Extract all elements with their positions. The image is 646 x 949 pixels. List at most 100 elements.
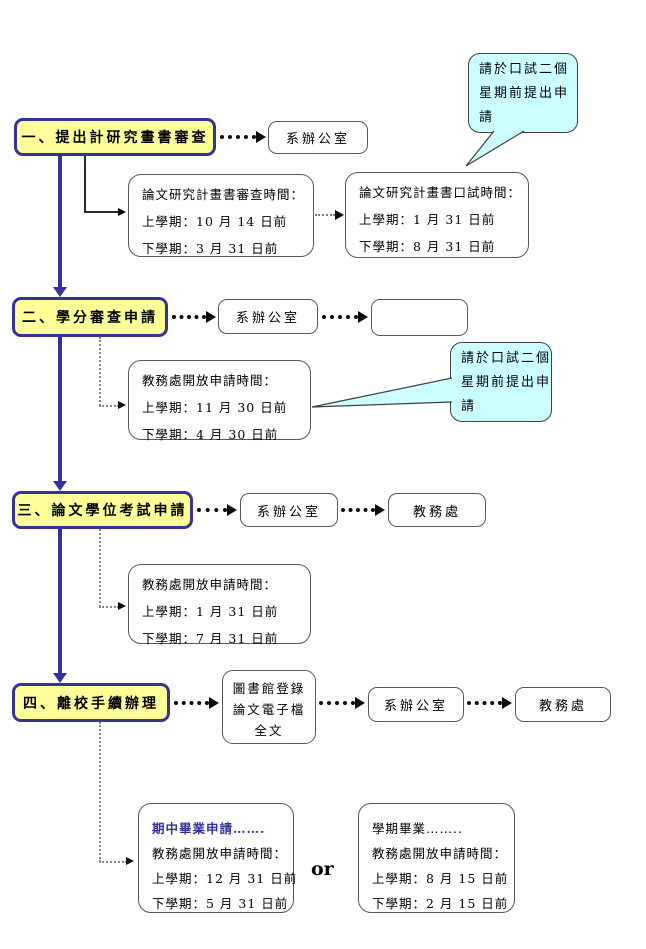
detail-line: 教務處開放申請時間： [372,846,508,861]
elbow-1-arrowhead [118,208,126,216]
detail-line: 下學期：7 月 31 日前 [142,631,279,646]
office-box-4: 系辦公室 [368,687,464,722]
elbow-3-horizontal [99,606,119,608]
spine-arrow-2 [53,481,67,491]
elbow-3-vertical [99,529,101,607]
office-label: 系辦公室 [235,311,300,326]
arrow-office-dept-4 [467,697,512,709]
detail-line: 學期畢業…….. [372,821,463,836]
arrowhead-icon [209,697,219,709]
detail-line-highlight: 期中畢業申請……. [152,821,266,836]
detail-line: 教務處開放申請時間： [142,373,278,388]
elbow-2-vertical [99,337,101,406]
detail-box-credit: 教務處開放申請時間： 上學期：11 月 30 日前 下學期：4 月 30 日前 [128,360,311,442]
step4-box: 四、離校手續辦理 [12,683,170,722]
office-box-1: 系辦公室 [268,121,368,154]
dotted-line [319,701,355,705]
bubble-1-tail [465,130,525,167]
spine-line-3 [58,527,62,673]
elbow-1-vertical [84,156,86,213]
detail-line: 論文研究計畫書審查時間： [142,187,305,202]
detail-line: 教務處開放申請時間： [152,846,288,861]
elbow-1-horizontal [84,211,119,213]
dotted-line [467,701,502,705]
spine-arrow-3 [53,673,67,683]
elbow-4-arrowhead [126,857,134,865]
office-label: 系辦公室 [383,699,448,714]
bubble-note-text: 請於口試二個星期前提出申請 [479,62,570,125]
dotted-line [315,214,335,216]
spine-line-2 [58,335,62,481]
library-line: 論文電子檔 [232,702,306,717]
detail-line: 上學期：10 月 14 日前 [142,214,288,229]
detail-line: 論文研究計畫書口試時間： [359,185,522,200]
arrowhead-icon [375,504,385,516]
library-line: 全文 [254,723,284,738]
office-box-3: 系辦公室 [240,493,338,527]
dotted-line [220,135,256,139]
dotted-line [341,508,375,512]
arrow-review-oral [315,209,344,221]
detail-box-exam: 教務處開放申請時間： 上學期：1 月 31 日前 下學期：7 月 31 日前 [128,564,311,646]
detail-line: 上學期：1 月 31 日前 [142,604,279,619]
detail-line: 上學期：8 月 15 日前 [372,871,509,886]
office-label: 系辦公室 [285,132,350,147]
detail-box-midterm: 期中畢業申請……. 教務處開放申請時間： 上學期：12 月 31 日前 下學期：… [138,803,298,913]
step4-label: 四、離校手續辦理 [23,695,159,712]
arrow-step2-office [172,311,216,323]
arrow-office-dept-3 [341,504,385,516]
detail-line: 下學期：4 月 30 日前 [142,427,279,442]
dept-label: 教務處 [538,699,587,714]
arrow-step3-office [197,504,237,516]
arrowhead-icon [355,697,365,709]
library-line: 圖書館登錄 [232,681,306,696]
bubble-note-2: 請於口試二個星期前提出申請 [450,342,552,422]
step3-label: 三、論文學位考試申請 [17,503,188,519]
bubble-note-1: 請於口試二個星期前提出申請 [468,53,578,133]
detail-line: 下學期：8 月 31 日前 [359,239,496,254]
detail-line: 下學期：2 月 15 日前 [372,896,509,911]
detail-box-review: 論文研究計畫書審查時間： 上學期：10 月 14 日前 下學期：3 月 31 日… [128,174,314,257]
dept-label: 教務處 [412,504,461,520]
step2-label: 二、學分審查申請 [22,310,158,326]
detail-box-semester: 學期畢業…….. 教務處開放申請時間： 上學期：8 月 15 日前 下學期：2 … [358,803,515,913]
arrowhead-icon [256,131,266,143]
dotted-line [174,701,209,705]
elbow-4-horizontal [99,861,127,863]
step3-box: 三、論文學位考試申請 [12,491,193,529]
arrowhead-icon [502,697,512,709]
elbow-2-arrowhead [118,401,126,409]
bubble-note-text: 請於口試二個星期前提出申請 [461,351,552,414]
arrow-step4-library [174,697,219,709]
arrowhead-icon [206,311,216,323]
elbow-3-arrowhead [118,602,126,610]
elbow-2-horizontal [99,405,119,407]
step1-label: 一、提出計研究畫書審查 [21,130,209,146]
arrow-library-office [319,697,365,709]
detail-line: 下學期：5 月 31 日前 [152,896,289,911]
dept-box-3: 教務處 [388,493,486,527]
bubble-2-tail [311,377,453,408]
detail-line: 上學期：11 月 30 日前 [142,400,288,415]
arrowhead-icon [358,311,368,323]
library-box: 圖書館登錄 論文電子檔 全文 [222,670,316,744]
arrowhead-icon [227,504,237,516]
office-label: 系辦公室 [256,504,321,520]
detail-line: 下學期：3 月 31 日前 [142,241,279,256]
step1-box: 一、提出計研究畫書審查 [14,118,216,156]
dotted-line [172,315,206,319]
detail-line: 教務處開放申請時間： [142,577,278,592]
detail-box-oral: 論文研究計畫書口試時間： 上學期：1 月 31 日前 下學期：8 月 31 日前 [345,172,529,258]
arrowhead-icon [335,210,344,220]
spine-arrow-1 [53,287,67,297]
office-box-2: 系辦公室 [218,299,318,334]
detail-line: 上學期：12 月 31 日前 [152,871,298,886]
dotted-line [197,508,227,512]
or-label: or [311,858,334,880]
arrow-step1-office [220,131,266,143]
dotted-line [322,315,358,319]
detail-line: 上學期：1 月 31 日前 [359,212,496,227]
empty-box [371,299,468,336]
arrow-office-empty [322,311,368,323]
